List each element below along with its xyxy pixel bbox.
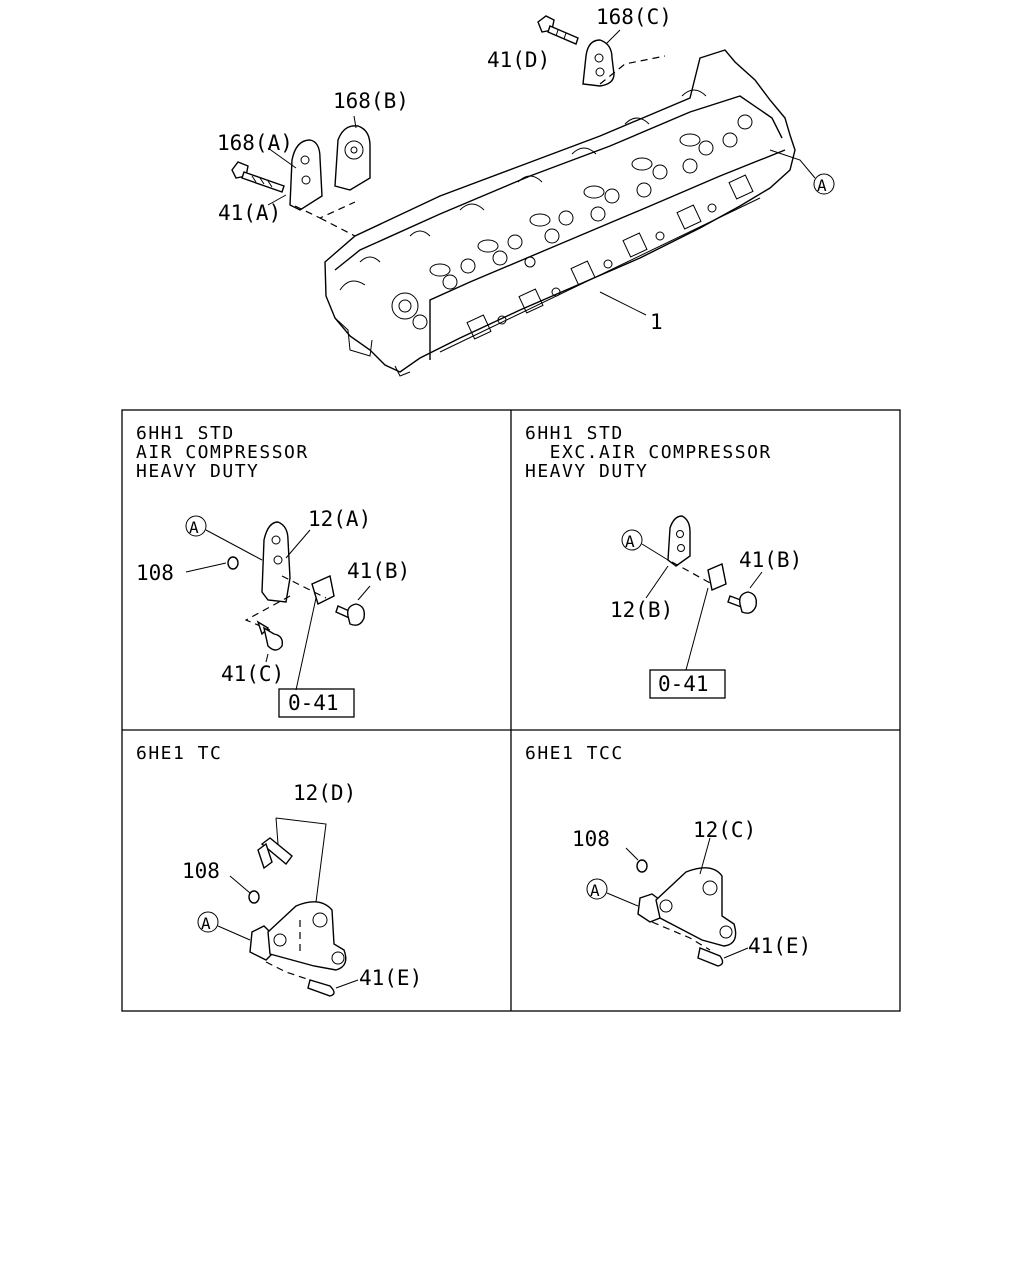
- bolt-41a: [231, 161, 285, 193]
- panel-2-a-marker: A: [625, 532, 635, 551]
- bracket-168a: [289, 139, 323, 211]
- callout-1: 1: [650, 310, 663, 334]
- panel-3-a-marker: A: [201, 914, 211, 933]
- panel-6hh1-exc-air-compressor: 6HH1 STD EXC.AIR COMPRESSOR HEAVY DUTY A…: [525, 423, 802, 699]
- panel-1-label-12a: 12(A): [308, 507, 371, 531]
- panel-1-ref-box: 0-41: [288, 691, 339, 715]
- panel-1-header-line-3: HEAVY DUTY: [136, 461, 259, 482]
- panel-3-label-108: 108: [182, 859, 220, 883]
- panel-1-label-41c: 41(C): [221, 662, 284, 686]
- cylinder-head: [324, 49, 796, 377]
- callout-168c: 168(C): [596, 5, 672, 29]
- panel-2-label-12b: 12(B): [610, 598, 673, 622]
- valve-ports: [391, 114, 753, 330]
- callout-41a: 41(A): [218, 201, 281, 225]
- callout-168b: 168(B): [333, 89, 409, 113]
- variant-panel-grid: [121, 409, 901, 1012]
- panel-1-label-108: 108: [136, 561, 174, 585]
- panel-2-label-41b: 41(B): [739, 548, 802, 572]
- panel-3-header: 6HE1 TC: [136, 743, 222, 764]
- panel-4-label-12c: 12(C): [693, 818, 756, 842]
- bolt-41d: [537, 15, 579, 45]
- panel-1-label-41b: 41(B): [347, 559, 410, 583]
- side-windows: [466, 174, 754, 340]
- panel-4-label-41e: 41(E): [748, 934, 811, 958]
- callout-168a: 168(A): [217, 131, 293, 155]
- bracket-168b: [334, 125, 371, 191]
- panel-3-label-12d: 12(D): [293, 781, 356, 805]
- panel-2-header-line-2: EXC.AIR COMPRESSOR: [525, 442, 772, 463]
- panel-4-a-marker: A: [590, 881, 600, 900]
- panel-2-header-line-3: HEAVY DUTY: [525, 461, 648, 482]
- panel-4-label-108: 108: [572, 827, 610, 851]
- bracket-168c: [582, 39, 615, 87]
- panel-2-header-line-1: 6HH1 STD: [525, 423, 624, 444]
- callout-a-marker: A: [817, 176, 827, 195]
- panel-2-ref-box: 0-41: [658, 672, 709, 696]
- panel-6he1-tc: 6HE1 TC 12(D) 108 A 41(E): [136, 743, 422, 997]
- panel-6hh1-air-compressor: 6HH1 STD AIR COMPRESSOR HEAVY DUTY A 12(…: [136, 423, 410, 718]
- panel-1-header-line-1: 6HH1 STD: [136, 423, 235, 444]
- panel-1-a-marker: A: [189, 518, 199, 537]
- panel-4-header: 6HE1 TCC: [525, 743, 624, 764]
- callout-41d: 41(D): [487, 48, 550, 72]
- panel-1-header-line-2: AIR COMPRESSOR: [136, 442, 309, 463]
- panel-3-label-41e: 41(E): [359, 966, 422, 990]
- panel-6he1-tcc: 6HE1 TCC 108 A 12(C) 41(E): [525, 743, 811, 967]
